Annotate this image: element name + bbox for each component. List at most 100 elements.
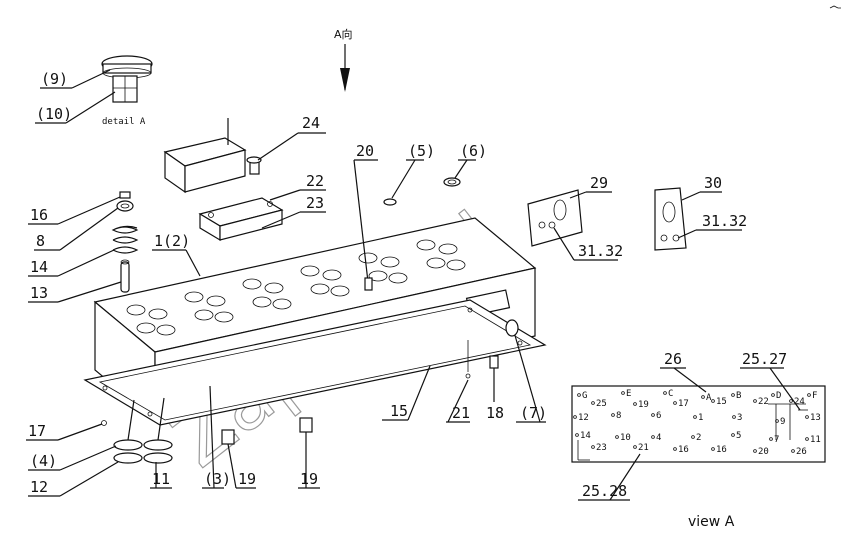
view-a-hole	[753, 449, 757, 453]
bracket-30	[654, 187, 687, 251]
view-a-hole	[575, 433, 579, 437]
callout-25-27: 25.27	[742, 350, 787, 368]
callout-6: (6)	[460, 142, 487, 160]
callout-22: 22	[306, 172, 324, 190]
callout-1-2: 1(2)	[154, 232, 190, 250]
callout-10: (10)	[36, 105, 72, 123]
view-a-label-8t: 8	[616, 411, 621, 421]
view-a-hole	[791, 449, 795, 453]
callout-16: 16	[30, 206, 48, 224]
view-a-hole	[591, 445, 595, 449]
view-a-label-A: A	[706, 393, 712, 403]
view-a-hole	[577, 393, 581, 397]
arrow-label: A向	[334, 27, 353, 41]
callout-4: (4)	[30, 452, 57, 470]
callout-8: 8	[36, 232, 45, 250]
view-a-hole	[633, 445, 637, 449]
callout-15: 15	[390, 402, 408, 420]
view-a-label-4t: 4	[656, 433, 661, 443]
view-a-label-15t: 15	[716, 397, 727, 407]
view-a-label-24t: 24	[794, 397, 805, 407]
callout-5: (5)	[408, 142, 435, 160]
view-a-label-9t: 9	[780, 417, 785, 427]
view-a-label-7t: 7	[774, 435, 779, 445]
detail-a-valve-cap	[101, 55, 153, 103]
view-a-hole	[573, 415, 577, 419]
view-a-label-22t: 22	[758, 397, 769, 407]
view-a-hole	[731, 393, 735, 397]
view-a-label-5t: 5	[736, 431, 741, 441]
view-a-label-14t: 14	[580, 431, 591, 441]
view-a-caption: view A	[688, 514, 735, 530]
callout-20: 20	[356, 142, 374, 160]
view-a-label-25t: 25	[596, 399, 607, 409]
view-a-hole	[711, 447, 715, 451]
callout-29: 29	[590, 174, 608, 192]
view-a-label-10t: 10	[620, 433, 631, 443]
view-a-label-23t: 23	[596, 443, 607, 453]
callout-18: 18	[486, 404, 504, 422]
view-a-hole	[651, 413, 655, 417]
view-a-label-E: E	[626, 389, 631, 399]
head-gasket	[83, 299, 547, 426]
view-a-label-F: F	[812, 391, 817, 401]
view-a-label-1t: 1	[698, 413, 703, 423]
view-a-label-16t: 16	[678, 445, 689, 455]
view-a-hole	[673, 401, 677, 405]
view-a-label-16u: 16	[716, 445, 727, 455]
view-a-hole	[611, 413, 615, 417]
corner-mark	[829, 5, 841, 9]
cover-plate-assembly	[163, 118, 284, 242]
view-direction-arrow	[340, 44, 350, 92]
callout-7: (7)	[520, 404, 547, 422]
callout-23: 23	[306, 194, 324, 212]
callout-9: (9)	[41, 70, 68, 88]
view-a-label-21t: 21	[638, 443, 649, 453]
callout-31-32b: 31.32	[702, 212, 747, 230]
view-a-hole	[731, 433, 735, 437]
view-a-hole	[771, 393, 775, 397]
view-a-hole	[693, 415, 697, 419]
view-a-label-2t: 2	[696, 433, 701, 443]
view-a-label-G: G	[582, 391, 587, 401]
view-a-hole	[673, 447, 677, 451]
callout-19b: 19	[300, 470, 318, 488]
view-a-label-3t: 3	[737, 413, 742, 423]
view-a-hole	[753, 399, 757, 403]
callout-13: 13	[30, 284, 48, 302]
detail-caption: detail A	[102, 117, 146, 127]
view-a-hole	[711, 399, 715, 403]
callout-24: 24	[302, 114, 320, 132]
view-a-hole	[691, 435, 695, 439]
valve-spring-stack	[111, 191, 139, 293]
view-a-hole	[701, 395, 705, 399]
view-a-hole	[621, 391, 625, 395]
callout-30: 30	[704, 174, 722, 192]
callout-12: 12	[30, 478, 48, 496]
intake-exhaust-valves	[113, 397, 173, 464]
view-a-label-17t: 17	[678, 399, 689, 409]
callout-31-32a: 31.32	[578, 242, 623, 260]
view-a-label-11t: 11	[810, 435, 821, 445]
view-a-hole	[805, 437, 809, 441]
view-a-label-20t: 20	[758, 447, 769, 457]
view-a-label-12t: 12	[578, 413, 589, 423]
view-a-hole	[769, 437, 773, 441]
view-a-hole	[651, 435, 655, 439]
callout-26: 26	[664, 350, 682, 368]
view-a-label-19t: 19	[638, 400, 649, 410]
view-a-hole	[633, 402, 637, 406]
view-a-label-26t: 26	[796, 447, 807, 457]
view-a-hole	[789, 399, 793, 403]
callout-3: (3)	[204, 470, 231, 488]
view-a-hole	[732, 415, 736, 419]
callout-14: 14	[30, 258, 48, 276]
view-a-hole	[775, 419, 779, 423]
view-a-hole	[807, 393, 811, 397]
callout-21: 21	[452, 404, 470, 422]
view-a-label-13t: 13	[810, 413, 821, 423]
view-a-hole	[591, 401, 595, 405]
callout-11: 11	[152, 470, 170, 488]
